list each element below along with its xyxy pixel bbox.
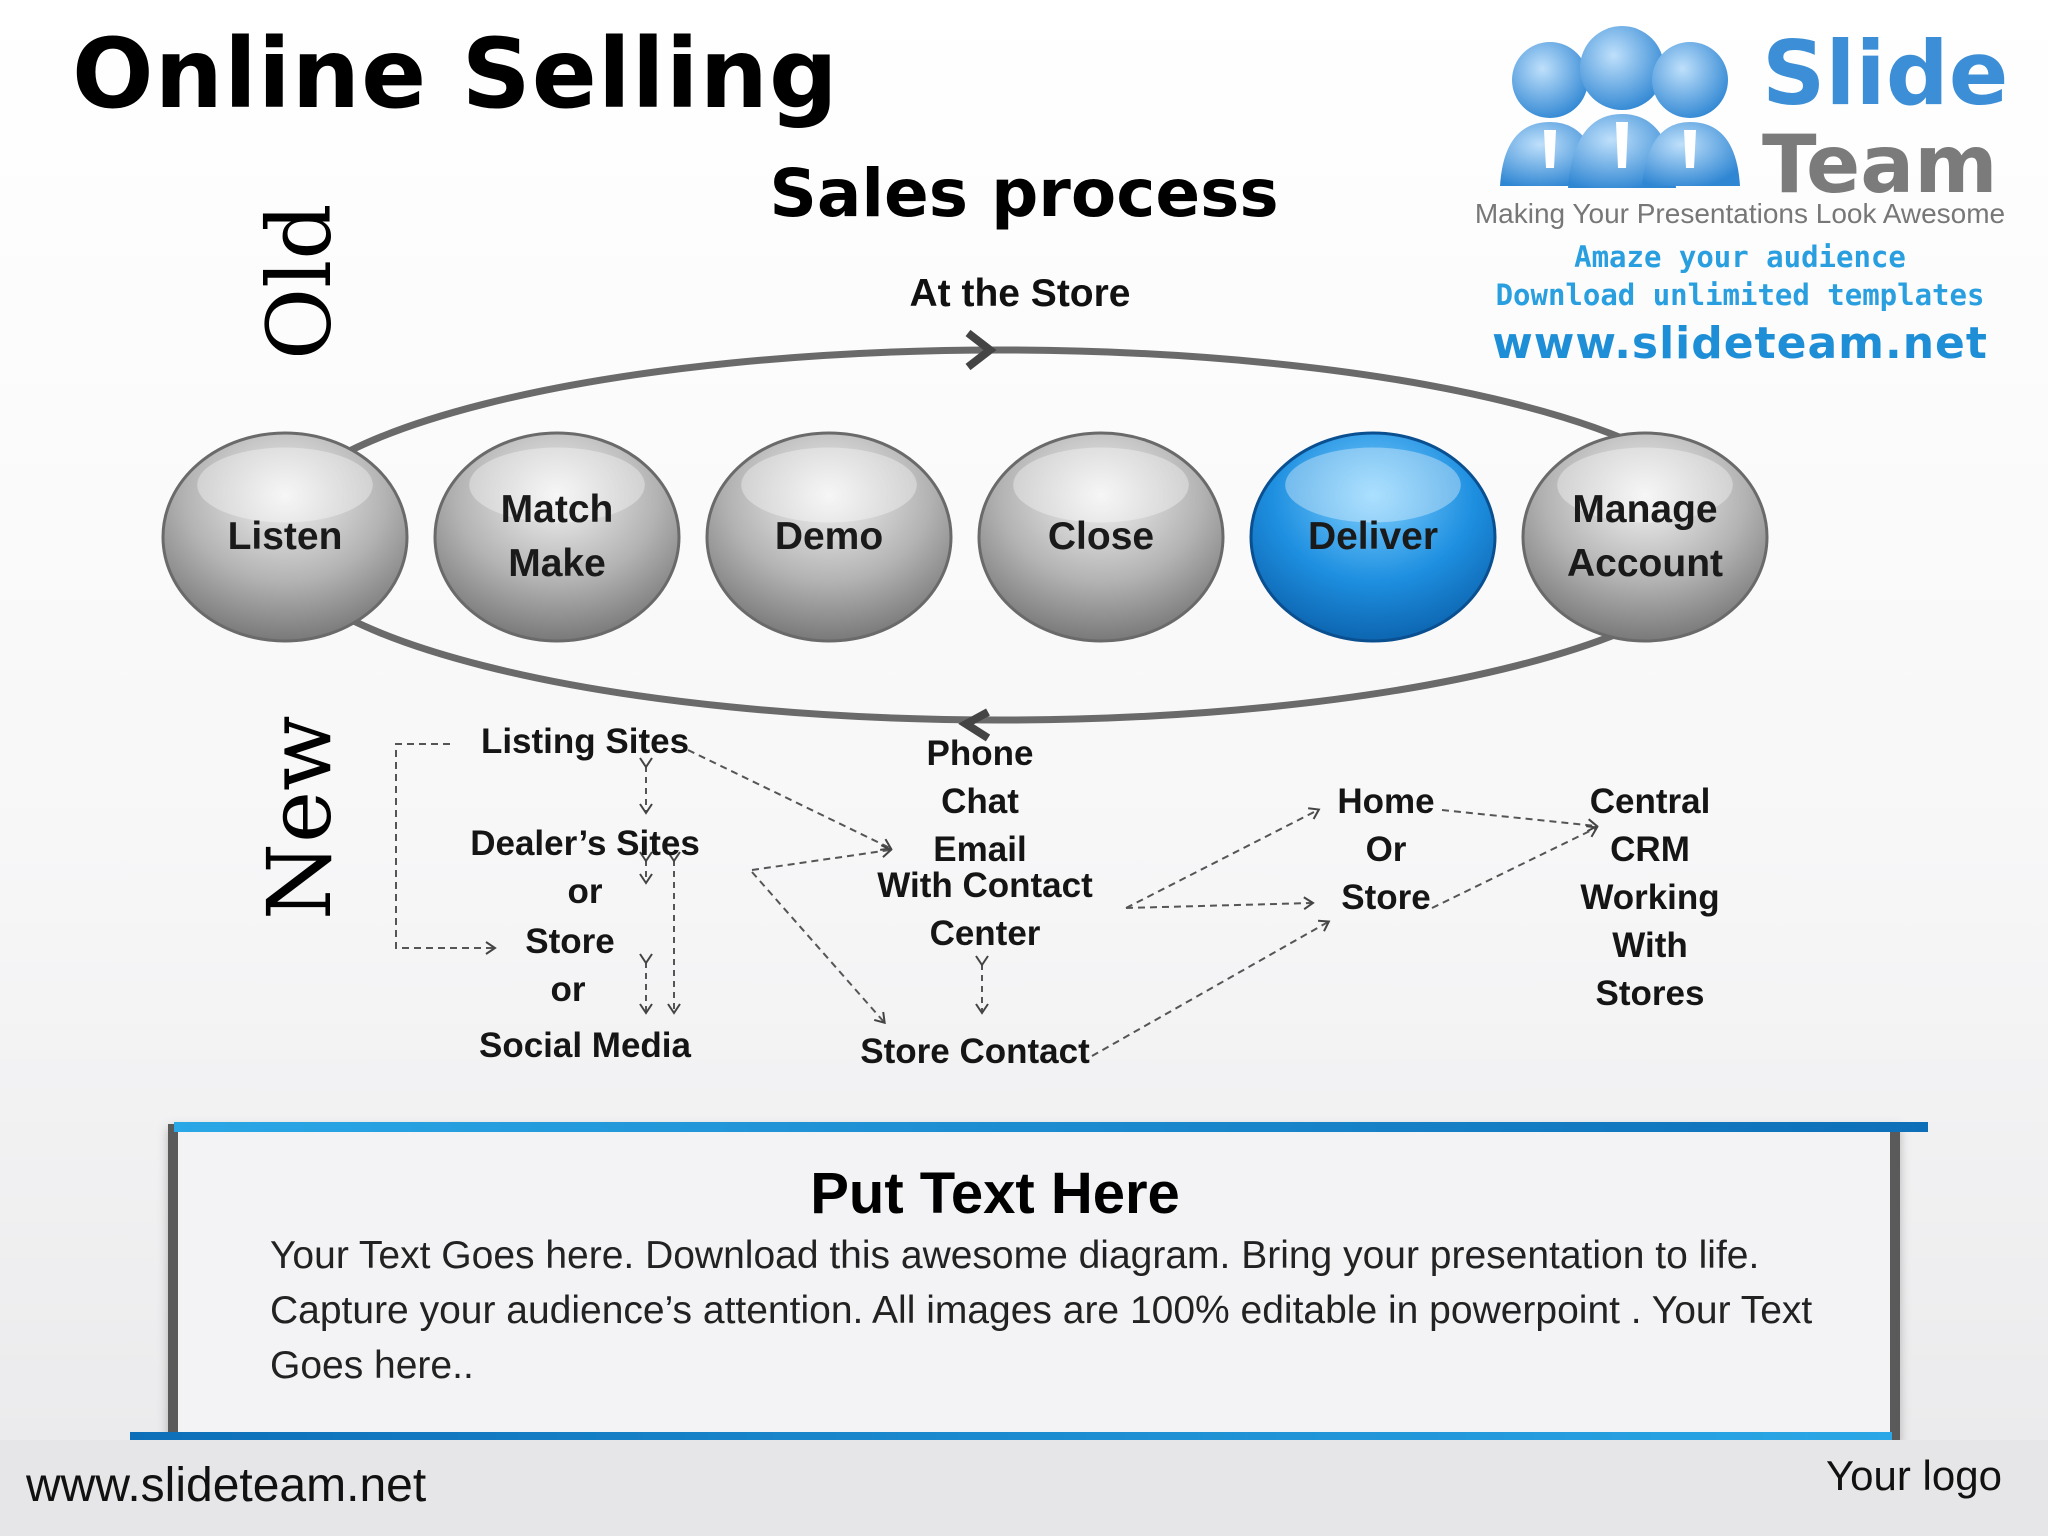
slideteam-people-logo-icon [1500,26,1740,188]
stage-sphere-highlight [197,447,373,523]
stage-label: Match Make [500,488,614,585]
stage-sphere-highlight [1013,447,1189,523]
cycle-arrow-top-icon [965,329,997,371]
connector-contact-to-store [1125,896,1315,911]
stage-sphere [1249,431,1497,643]
stage-label: Deliver [1307,515,1439,558]
flow-or-1: or [567,872,603,911]
stage-sphere [433,431,681,643]
flow-store-contact: Store Contact [860,1032,1090,1071]
panel-heading: Put Text Here [810,1161,1180,1226]
connector-home-to-crm [1441,809,1599,833]
cycle-arrow-bottom-icon [958,708,991,742]
stage-sphere-highlight [1557,447,1733,523]
footer-url-link[interactable]: www.slideteam.net [26,1459,427,1512]
stage-label: Close [1047,515,1155,558]
flow-contact-channels: Phone Chat Email [926,734,1034,869]
flow-or-2: or [550,970,586,1009]
panel-body-text: Your Text Goes here. Download this aweso… [270,1234,1813,1387]
connector-bracket [395,743,497,955]
logo-slide-text: Slide [1762,22,2009,125]
footer-logo-placeholder: Your logo [1826,1452,2002,1499]
stage-sphere [1521,431,1769,643]
stage-label: Listen [227,515,343,558]
stage-sphere-highlight [741,447,917,523]
connector-store-to-crm [1431,825,1599,909]
footer-band [0,1440,2048,1536]
page-title: Online Selling [72,18,839,130]
flow-contact-center: With Contact Center [877,866,1093,953]
connector-contact-to-home [1125,807,1321,909]
flow-listing-sites: Listing Sites [480,722,690,761]
stage-sphere [705,431,953,643]
logo-team-text: Team [1762,118,1998,211]
flow-dealers-sites: Dealer’s Sites [470,824,700,863]
stage-sphere-highlight [1285,447,1461,523]
flow-store: Store [525,922,615,961]
flow-home-or-store: Home Or Store [1337,782,1435,917]
panel-bottom-bar [130,1432,1892,1442]
stage-sphere [161,431,409,643]
logo-promo-download: Download unlimited templates [1495,278,1985,312]
diagram-subtitle: Sales process [769,155,1279,232]
logo-url-link[interactable]: www.slideteam.net [1492,318,1988,369]
logo-tagline: Making Your Presentations Look Awesome [1474,198,2006,229]
connector-listing-to-contact [687,749,893,851]
stage-sphere [977,431,1225,643]
panel-top-bar [174,1122,1928,1132]
stage-sphere-highlight [469,447,645,523]
stage-label: Manage Account [1567,488,1723,585]
connector-storecontact-to-home [1091,919,1331,1057]
logo-promo-amaze: Amaze your audience [1574,240,1906,274]
stage-label: Demo [774,515,884,558]
text-panel [168,1124,1900,1442]
flow-social-media: Social Media [478,1026,692,1065]
flow-central-crm: Central CRM Working With Stores [1580,782,1720,1013]
connector-dealers-to-storecontact [751,871,886,1025]
cycle-label: At the Store [909,272,1131,315]
